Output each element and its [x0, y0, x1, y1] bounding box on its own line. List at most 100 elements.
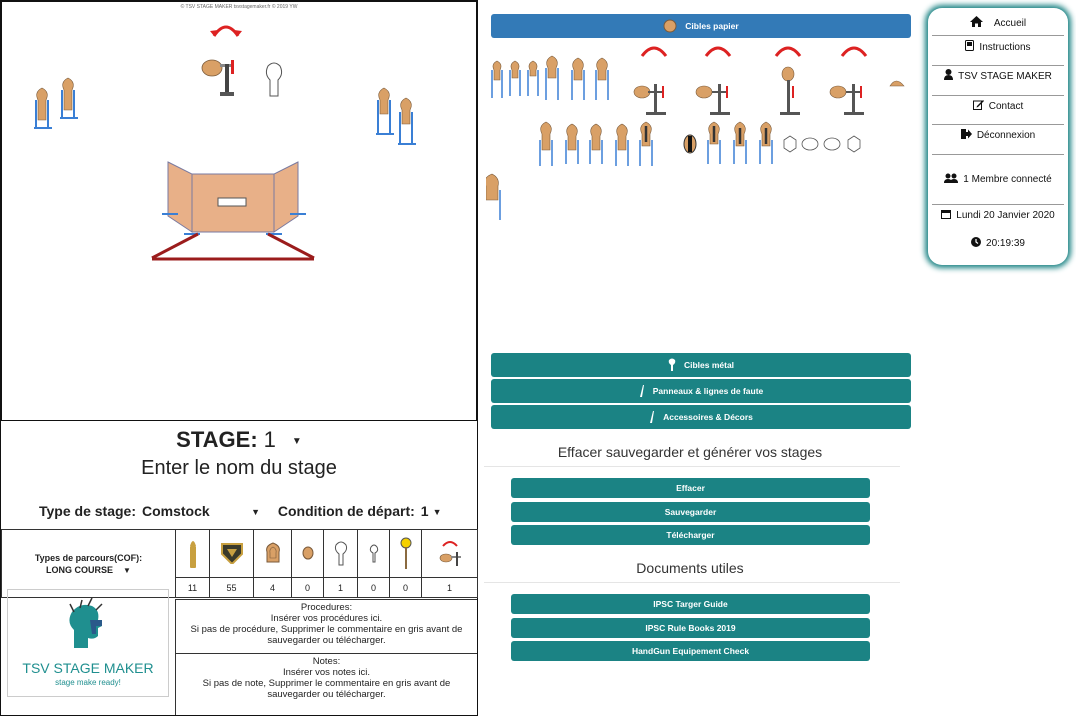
category-metal-label: Cibles métal — [683, 360, 735, 370]
notes-box[interactable]: Notes: Insérer vos notes ici. Si pas de … — [175, 653, 477, 715]
start-condition-select[interactable]: 1 — [420, 503, 429, 519]
category-metal-targets[interactable]: Cibles métal — [491, 353, 911, 377]
count-cell: 1 — [421, 577, 478, 598]
nav-profile[interactable]: TSV STAGE MAKER — [932, 67, 1064, 85]
category-panels-label: Panneaux & lignes de faute — [652, 386, 764, 396]
equipment-check-link[interactable]: HandGun Equipement Check — [511, 641, 870, 661]
nav-divider — [932, 65, 1064, 66]
users-icon — [944, 173, 959, 186]
sign-out-icon — [960, 128, 972, 142]
cof-caret-icon[interactable]: ▼ — [123, 565, 131, 575]
mini-target-icon — [291, 529, 324, 578]
bullet-icon — [175, 529, 210, 578]
documents-section-title: Documents utiles — [636, 560, 744, 576]
paper-targets-left[interactable] — [34, 77, 78, 129]
start-condition-caret-icon[interactable]: ▼ — [432, 507, 442, 518]
category-props-label: Accessoires & Décors — [663, 412, 753, 422]
nav-divider — [932, 95, 1064, 96]
download-button[interactable]: Télécharger — [511, 525, 870, 545]
popper-target[interactable] — [265, 62, 283, 97]
nav-divider — [932, 204, 1064, 205]
mini-popper-icon — [357, 529, 390, 578]
swinger-icon — [421, 529, 478, 578]
start-condition-label: Condition de départ: — [277, 503, 415, 519]
stage-type-label: Type de stage: — [39, 503, 136, 519]
paper-targets-right[interactable] — [376, 87, 416, 145]
user-icon — [944, 69, 954, 83]
nav-logout-label: Déconnexion — [976, 129, 1036, 141]
nav-instructions-label: Instructions — [979, 41, 1031, 53]
logo-head-icon — [69, 597, 103, 648]
notes-line1: Insérer vos notes ici. — [282, 667, 371, 678]
nav-logout[interactable]: Déconnexion — [932, 126, 1064, 144]
category-paper-targets[interactable]: Cibles papier — [491, 14, 911, 38]
palette-paper-targets-row2[interactable] — [486, 121, 861, 220]
actions-section-title: Effacer sauvegarder et générer vos stage… — [557, 444, 823, 460]
count-cell: 0 — [291, 577, 324, 598]
stage-title: STAGE:1▼ — [1, 427, 477, 453]
nav-instructions[interactable]: Instructions — [932, 38, 1064, 56]
popper-icon — [323, 529, 358, 578]
cof-cell[interactable]: Types de parcours(COF): LONG COURSE▼ — [1, 529, 176, 598]
stage-number-select[interactable]: 1 — [263, 427, 276, 452]
procedures-line2: Si pas de procédure, Supprimer le commen… — [190, 624, 463, 646]
clock-icon — [971, 236, 982, 250]
nav-divider — [932, 154, 1064, 155]
fault-lines[interactable] — [151, 232, 315, 261]
calendar-icon — [941, 209, 952, 222]
home-icon — [969, 16, 983, 30]
target-counts-table: Types de parcours(COF): LONG COURSE▼ 11 … — [1, 529, 478, 598]
count-cell: 0 — [357, 577, 390, 598]
nav-home[interactable]: Accueil — [932, 14, 1064, 32]
procedures-line1: Insérer vos procédures ici. — [270, 613, 383, 624]
stage-canvas[interactable]: © TSV STAGE MAKER tsvstagemaker.fr © 201… — [0, 0, 478, 422]
count-cell: 55 — [209, 577, 254, 598]
stage-type-caret-icon[interactable]: ▼ — [251, 507, 260, 517]
panel-icon — [639, 384, 645, 398]
cof-select[interactable]: LONG COURSE — [46, 564, 114, 575]
save-button[interactable]: Sauvegarder — [511, 502, 870, 522]
members-online-label: 1 Membre connecté — [963, 173, 1052, 185]
nav-panel: Accueil Instructions TSV STAGE MAKER Con… — [928, 8, 1068, 265]
target-guide-link[interactable]: IPSC Targer Guide — [511, 594, 870, 614]
current-date-label: Lundi 20 Janvier 2020 — [956, 209, 1055, 221]
logo-text: TSV STAGE MAKER — [22, 660, 154, 676]
badge-icon — [209, 529, 254, 578]
category-props[interactable]: Accessoires & Décors — [491, 405, 911, 429]
palette-swingers[interactable] — [633, 46, 905, 115]
swinger-target[interactable] — [201, 25, 242, 96]
edit-icon — [972, 99, 984, 113]
procedures-title: Procedures: — [300, 602, 353, 613]
procedures-box[interactable]: Procedures: Insérer vos procédures ici. … — [175, 599, 477, 653]
paper-target-palette[interactable] — [486, 40, 916, 230]
divider — [484, 466, 900, 467]
count-cell: 4 — [253, 577, 292, 598]
stage-type-select[interactable]: Comstock▼ — [142, 503, 260, 519]
rule-books-link[interactable]: IPSC Rule Books 2019 — [511, 618, 870, 638]
palette-paper-targets[interactable] — [491, 55, 609, 100]
canvas-copyright: © TSV STAGE MAKER tsvstagemaker.fr © 201… — [180, 4, 298, 10]
count-cell: 0 — [389, 577, 422, 598]
clear-button[interactable]: Effacer — [511, 478, 870, 498]
nav-divider — [932, 35, 1064, 36]
stage-fields: Type de stage: Comstock▼ Condition de dép… — [39, 503, 442, 519]
current-date: Lundi 20 Janvier 2020 — [932, 206, 1064, 224]
notes-title: Notes: — [312, 656, 341, 667]
stage-info-panel: STAGE:1▼ Enter le nom du stage Type de s… — [0, 420, 478, 716]
stage-name-input[interactable]: Enter le nom du stage — [141, 457, 337, 479]
category-panels[interactable]: Panneaux & lignes de faute — [491, 379, 911, 403]
nav-divider — [932, 124, 1064, 125]
current-time-label: 20:19:39 — [986, 237, 1025, 249]
tsv-logo: TSV STAGE MAKER stage make ready! — [7, 589, 169, 697]
count-cell: 1 — [323, 577, 358, 598]
wall-with-port[interactable] — [162, 161, 306, 235]
plate-icon — [389, 529, 422, 578]
category-paper-label: Cibles papier — [685, 21, 739, 31]
nav-profile-label: TSV STAGE MAKER — [958, 70, 1052, 82]
nav-contact[interactable]: Contact — [932, 97, 1064, 115]
popper-icon — [668, 358, 676, 372]
paper-target-icon — [663, 19, 677, 33]
stage-number-caret-icon[interactable]: ▼ — [291, 435, 302, 447]
paper-target-icon — [253, 529, 292, 578]
members-online: 1 Membre connecté — [932, 170, 1064, 188]
